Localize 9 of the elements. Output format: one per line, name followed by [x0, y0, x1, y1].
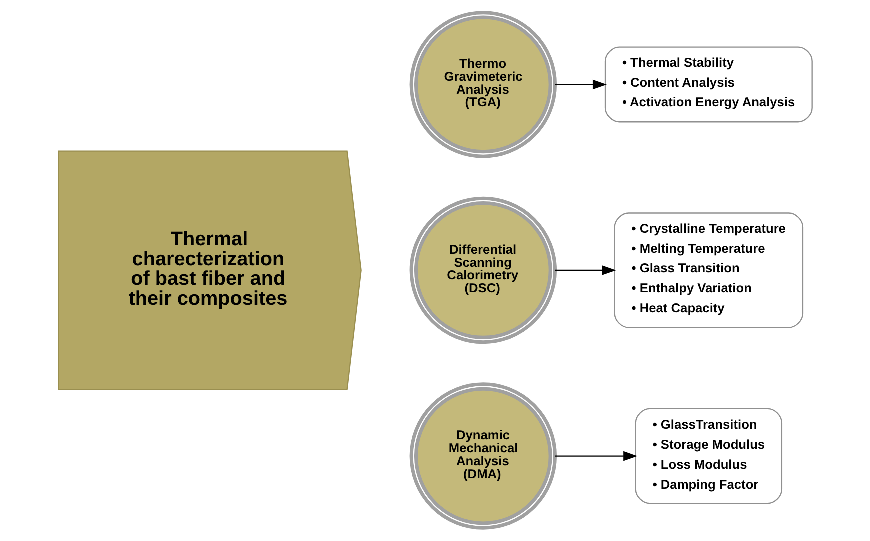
arrow — [555, 266, 616, 276]
arrow — [555, 451, 638, 462]
node-circle: Differential Scanning Calorimetry (DSC) — [409, 196, 557, 344]
node-box: • Thermal Stability • Content Analysis • Activation Energy Analysis — [604, 46, 812, 123]
node-box: • GlassTransition • Storage Modulus • Loss Modulus • Damping Factor — [634, 408, 782, 504]
arrow — [555, 80, 606, 90]
node-box: • Crystalline Temperature • Melting Temperature • Glass Transition • Enthalpy Variation • Heat Capacity — [614, 212, 804, 328]
node-circle: Dynamic Mechanical Analysis (DMA) — [409, 382, 557, 530]
node-circle: Thermo Gravimeteric Analysis (TGA) — [409, 11, 557, 158]
